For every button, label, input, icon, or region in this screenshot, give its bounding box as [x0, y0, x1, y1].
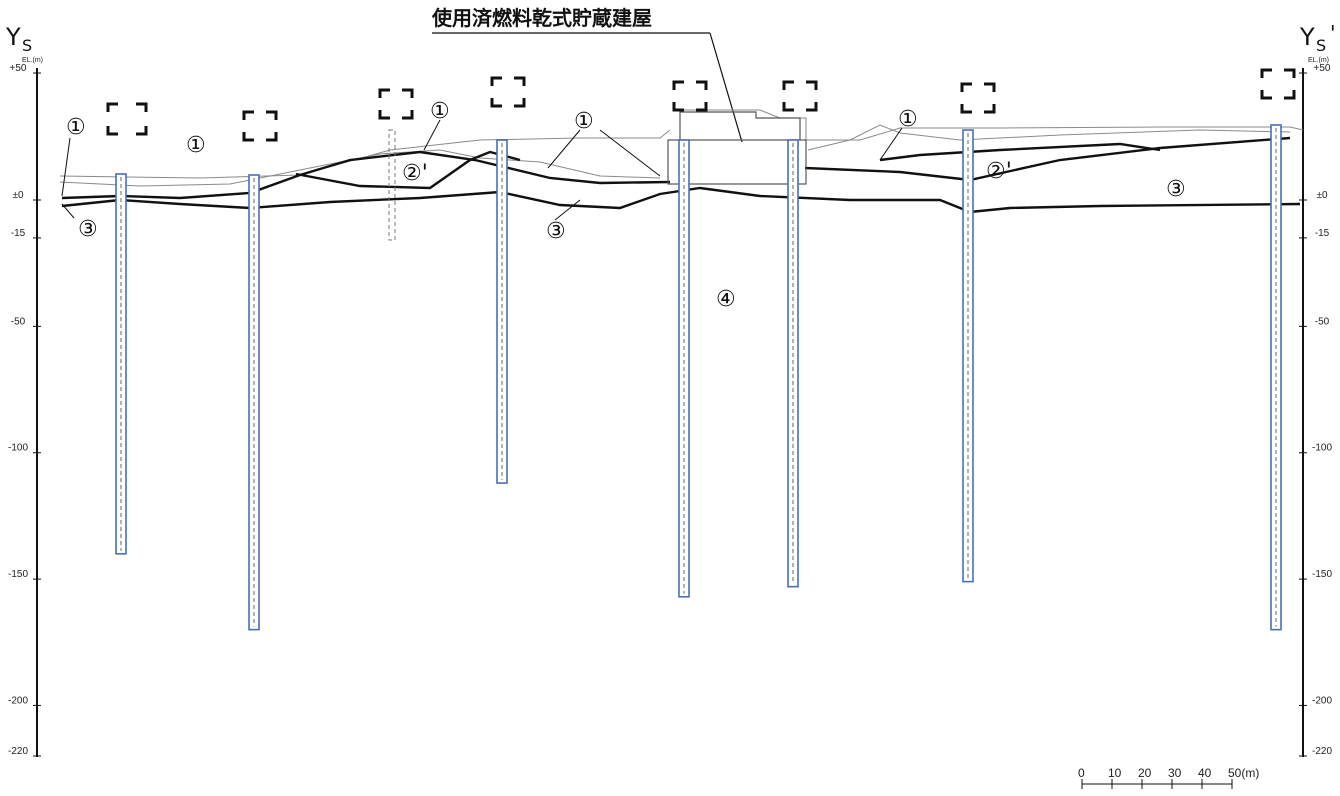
bracket-marker-icon: [960, 82, 996, 114]
axis-unit-right: EL.(m): [1308, 57, 1329, 64]
scale-label: 20: [1138, 766, 1152, 780]
boundary-layer3-bottom: [61, 186, 1301, 214]
bracket-marker-icon: [490, 76, 526, 108]
boundary-layer2-lens-right: [879, 142, 1161, 162]
axis-tick-label: -220: [8, 746, 28, 757]
axis-tick-label: -50: [1315, 316, 1330, 327]
layer-label-1: ①: [430, 99, 450, 124]
section-right-sub: S: [1316, 36, 1326, 55]
bracket-marker-icon: [1260, 68, 1296, 100]
borehole-markers: [106, 68, 1296, 142]
leader-line: [599, 129, 661, 177]
layer-label-2: ②': [402, 161, 428, 186]
layer-label-1: ①: [186, 133, 206, 158]
scale-label: 30: [1168, 766, 1182, 780]
building-roof: [679, 111, 801, 140]
axis-tick-label: -150: [8, 569, 28, 580]
borehole-column: [115, 173, 127, 555]
axis-tick-label: +50: [10, 63, 27, 74]
scale-bar-ticks: 0 10 20 30 40 50(m): [1078, 766, 1259, 789]
axis-unit-left: EL.(m): [22, 57, 43, 64]
axis-tick-label: -15: [1315, 228, 1330, 239]
left-axis-ticks: +50 ±0 -15 -50 -100 -150 -200 -220: [8, 63, 41, 757]
layer-label-4: ④: [716, 287, 736, 312]
leader-line: [423, 119, 441, 151]
layer-label-3: ③: [78, 217, 98, 242]
scale-label: 50(m): [1228, 766, 1259, 780]
borehole-column: [1270, 124, 1282, 631]
label-leaders: [61, 119, 903, 221]
axis-tick-label: -100: [1312, 443, 1332, 454]
scale-label: 0: [1078, 766, 1085, 780]
layer-label-3: ③: [546, 219, 566, 244]
axis-tick-label: -150: [1312, 569, 1332, 580]
ground-surface-line: [680, 109, 1304, 141]
building-title: 使用済燃料乾式貯蔵建屋: [431, 6, 652, 30]
leader-line: [879, 127, 903, 161]
section-left-label: Y: [5, 23, 21, 51]
projected-borehole: [388, 129, 396, 241]
axis-tick-label: -50: [11, 316, 26, 327]
scale-label: 40: [1198, 766, 1212, 780]
building-foundation: [667, 139, 807, 185]
section-right-prime: ': [1330, 21, 1336, 45]
bracket-marker-icon: [106, 102, 148, 136]
layer-label-1: ①: [898, 107, 918, 132]
axis-tick-label: -15: [11, 228, 26, 239]
bracket-marker-icon: [242, 110, 278, 142]
bracket-marker-icon: [672, 80, 708, 112]
scale-bar: 0 10 20 30 40 50(m): [1078, 766, 1259, 789]
storage-building-outline: [667, 111, 807, 185]
borehole-group: [115, 124, 1282, 631]
leader-line: [61, 203, 75, 219]
borehole-column: [962, 129, 974, 583]
axis-tick-label: -200: [1312, 695, 1332, 706]
terrace-line: [807, 124, 1291, 151]
right-axis-ticks: +50 ±0 -15 -50 -100 -150 -200 -220: [1299, 63, 1332, 757]
leader-line: [547, 129, 581, 169]
layer-label-3: ③: [1166, 177, 1186, 202]
axis-tick-label: +50: [1314, 63, 1331, 74]
boundary-layer1-bottom-right: [804, 136, 1291, 182]
scale-label: 10: [1108, 766, 1122, 780]
title-leader-line: [709, 32, 743, 143]
axis-tick-label: -220: [1312, 746, 1332, 757]
leader-line: [554, 199, 581, 221]
section-left-sub: S: [22, 36, 32, 55]
layer-label-1: ①: [66, 115, 86, 140]
axis-tick-label: -200: [8, 695, 28, 706]
layer-label-2: ②': [986, 159, 1012, 184]
layer-boundaries: [61, 136, 1301, 214]
boundary-layer1-bottom: [61, 150, 671, 200]
ground-surface-line: [59, 129, 671, 179]
axis-tick-label: ±0: [1316, 190, 1327, 201]
section-right-label: Y: [1299, 23, 1315, 51]
bracket-marker-icon: [378, 88, 414, 120]
layer-label-1: ①: [574, 109, 594, 134]
bracket-marker-icon: [782, 80, 818, 112]
axis-tick-label: ±0: [12, 190, 23, 201]
axis-tick-label: -100: [8, 443, 28, 454]
boundary-layer2-lens: [295, 150, 521, 190]
leader-line: [61, 137, 71, 197]
